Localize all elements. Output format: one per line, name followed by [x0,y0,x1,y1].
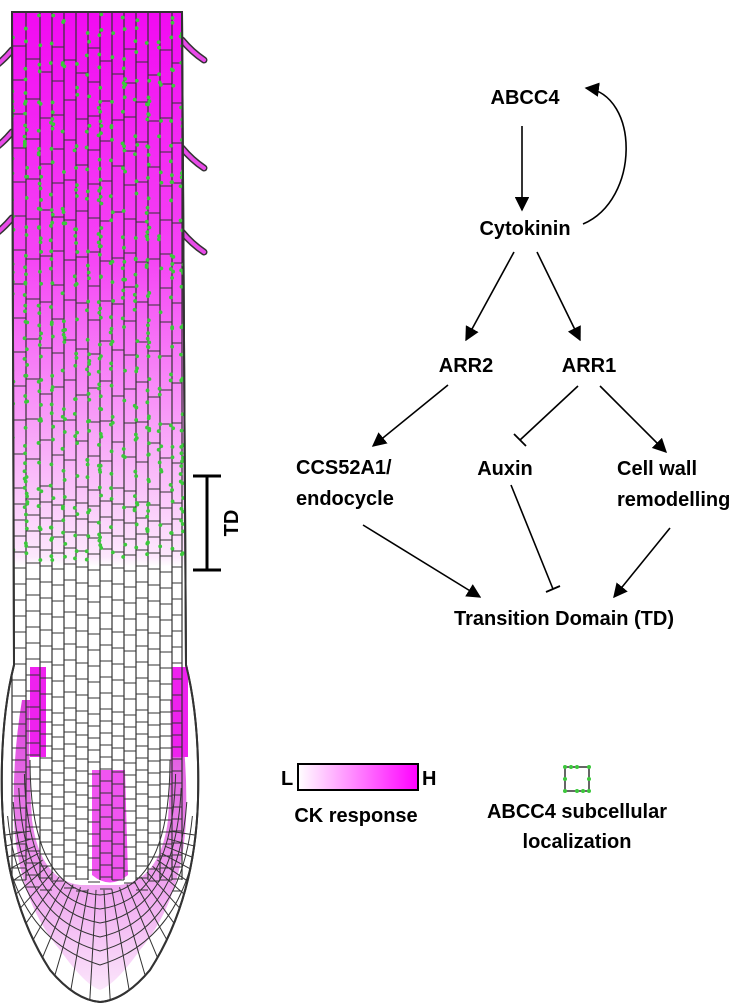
edge-auxin-td-bar [545,585,561,593]
legend-ck-response: L H CK response [281,763,436,827]
edge-arr1-auxin [519,385,579,441]
edge-cytokinin-abcc4 [582,82,627,225]
edge-auxin-td [510,484,554,590]
legend-abcc4-line1: ABCC4 subcellular [487,801,667,823]
legend-abcc4: ABCC4 subcellular localization [487,765,667,853]
legend-scale-label: CK response [294,805,417,827]
edge-cytokinin-arr1 [536,251,581,342]
node-arr1: ARR1 [562,355,616,377]
legend-abcc4-line2: localization [523,831,632,853]
cell-grid [1,12,199,1002]
node-cellwall-line1: Cell wall [617,458,697,480]
legend-ck-gradient-bar [297,763,419,791]
edge-arr1-auxin-bar [513,433,527,447]
node-arr2: ARR2 [439,355,493,377]
edge-arr2-ccs52a1 [371,384,449,447]
root-outline [0,11,200,1004]
legend-scale-high: H [422,768,436,790]
td-bracket-label: TD [221,510,243,537]
node-abcc4: ABCC4 [491,87,561,109]
root-cap [13,700,187,990]
quiescent-center-region [92,770,128,883]
edge-ccs52a1-td [362,524,482,598]
td-bracket: TD [193,474,243,572]
node-auxin: Auxin [477,458,533,480]
node-cytokinin: Cytokinin [479,218,570,240]
lateral-root-cap-right [172,667,188,757]
root-illustration [0,11,208,1004]
pathway-diagram: ABCC4 Cytokinin ARR2 ARR1 CCS52A1/ endoc… [296,82,730,630]
node-ccs52a1-line2: endocycle [296,488,394,510]
node-cellwall-line2: remodelling [617,489,730,511]
node-ccs52a1-line1: CCS52A1/ [296,457,392,479]
legend-scale-low: L [281,768,293,790]
legend-abcc4-dots [563,765,591,793]
edge-cytokinin-arr2 [465,251,515,342]
node-transition-domain: Transition Domain (TD) [454,608,674,630]
edge-arr1-cellwall [599,385,668,454]
edge-cellwall-td [613,527,671,599]
legend-abcc4-cell-icon [564,766,590,792]
